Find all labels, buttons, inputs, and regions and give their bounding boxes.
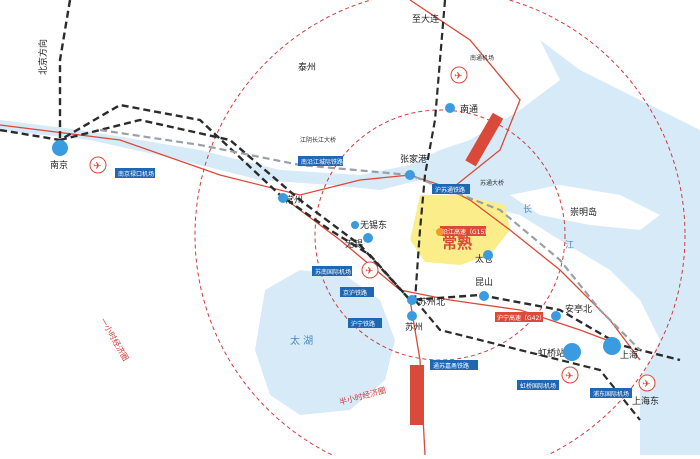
airport-sunan-icon: ✈	[361, 261, 379, 279]
tag-pudong-airport: 浦东国际机场	[590, 388, 632, 398]
land-east	[620, 0, 700, 110]
station-suzhou	[407, 311, 417, 321]
label-zhangjiagang: 张家港	[400, 153, 427, 165]
label-hongqiao: 虹桥站	[538, 347, 565, 359]
station-taicang	[483, 250, 493, 260]
label-jiangyin-bridge: 江阴长江大桥	[300, 136, 336, 144]
airport-hongqiao-icon: ✈	[561, 366, 579, 384]
svg-text:✈: ✈	[642, 379, 650, 390]
rail-suzhou-south	[414, 299, 641, 421]
label-changzhou: 常州	[285, 194, 303, 206]
tai-lake	[255, 270, 395, 415]
label-nanjing: 南京	[50, 159, 68, 171]
station-anting	[551, 311, 561, 321]
rail-jinghu	[0, 103, 681, 362]
one-hour-ring	[194, 0, 686, 459]
airport-nantong-icon: ✈	[450, 66, 468, 84]
tag-shenyang-expressway	[465, 112, 504, 167]
label-chongming: 崇明岛	[570, 206, 597, 218]
highway-north	[409, 0, 521, 191]
tag-huning-rail: 沪宁铁路	[348, 318, 382, 328]
label-beijing: 北京方向	[37, 39, 49, 75]
rail-husu	[413, 0, 447, 301]
label-suzhou: 苏州	[405, 321, 423, 333]
station-zhangjiagang	[405, 170, 415, 180]
station-kunshan	[479, 291, 489, 301]
station-nantong	[445, 103, 455, 113]
svg-text:京沪铁路: 京沪铁路	[343, 289, 367, 297]
svg-text:✈: ✈	[93, 161, 101, 172]
svg-text:苏南国际机场: 苏南国际机场	[315, 268, 351, 276]
rail-huning	[59, 118, 411, 301]
label-dalian: 至大连	[412, 13, 439, 25]
label-suzhou-north: 苏州北	[418, 296, 445, 308]
svg-text:沪宁高速（G42）: 沪宁高速（G42）	[497, 314, 545, 322]
airport-nanjing-icon: ✈	[89, 156, 107, 174]
svg-text:沿江高速（G15）: 沿江高速（G15）	[442, 228, 490, 236]
station-nanjing	[52, 140, 68, 156]
label-taizhou: 泰州	[298, 61, 316, 73]
svg-text:通苏嘉甬铁路: 通苏嘉甬铁路	[433, 362, 469, 370]
chongming-island	[510, 185, 660, 230]
tag-tongsu-expressway: 通苏嘉甬铁路	[430, 360, 478, 370]
tag-suzhou-jiaxing	[410, 365, 424, 425]
tag-jiangyin-rail: 南沿江城际铁路	[298, 156, 343, 166]
tag-sunan-airport: 苏南国际机场	[312, 266, 352, 276]
svg-text:✈: ✈	[365, 266, 373, 277]
airport-pudong-icon: ✈	[638, 374, 656, 392]
svg-text:沪宁铁路: 沪宁铁路	[351, 320, 375, 328]
label-kunshan: 昆山	[475, 277, 493, 288]
tag-husu-rail: 沪苏通铁路	[432, 184, 470, 194]
svg-text:沪苏通铁路: 沪苏通铁路	[435, 186, 465, 194]
tag-nanjing-airport: 南京禄口机场	[115, 168, 155, 178]
station-wuxi	[363, 233, 373, 243]
marker-changshu	[436, 228, 444, 236]
label-wuxi-east: 无锡东	[360, 219, 387, 231]
label-changshu: 常熟	[442, 234, 472, 252]
tag-yanjiang-expressway: 沿江高速（G15）	[440, 226, 490, 236]
station-shanghai	[603, 337, 621, 355]
rail-north	[58, 0, 72, 140]
tag-huning-expressway: 沪宁高速（G42）	[495, 312, 545, 322]
label-wuxi: 无锡	[345, 239, 363, 250]
label-river-chang: 长	[523, 203, 532, 215]
label-nantong: 南通	[460, 103, 478, 115]
label-taihu: 太 湖	[290, 334, 313, 347]
station-hongqiao	[563, 343, 581, 361]
label-sutong-bridge: 苏通大桥	[480, 179, 504, 187]
label-shanghai: 上海	[620, 349, 638, 361]
label-anting: 安亭北	[565, 303, 592, 315]
label-shanghai-east: 上海东	[632, 395, 659, 407]
station-suzhou-north	[407, 295, 417, 305]
svg-text:南沿江城际铁路: 南沿江城际铁路	[301, 158, 343, 166]
label-nantong-airport: 南通机场	[470, 54, 494, 62]
svg-text:虹桥国际机场: 虹桥国际机场	[520, 382, 556, 390]
rail-grey	[99, 128, 641, 351]
svg-text:✈: ✈	[454, 71, 462, 82]
svg-text:浦东国际机场: 浦东国际机场	[593, 390, 629, 398]
tag-jinghu-rail: 京沪铁路	[340, 287, 374, 297]
svg-text:南京禄口机场: 南京禄口机场	[118, 170, 154, 178]
station-changzhou	[278, 193, 288, 203]
station-wuxi-east	[351, 221, 359, 229]
highway-huning	[279, 194, 621, 346]
land-north	[0, 0, 700, 175]
svg-text:✈: ✈	[565, 371, 573, 382]
tag-hongqiao-airport: 虹桥国际机场	[517, 380, 559, 390]
label-river-jiang: 江	[565, 240, 574, 251]
